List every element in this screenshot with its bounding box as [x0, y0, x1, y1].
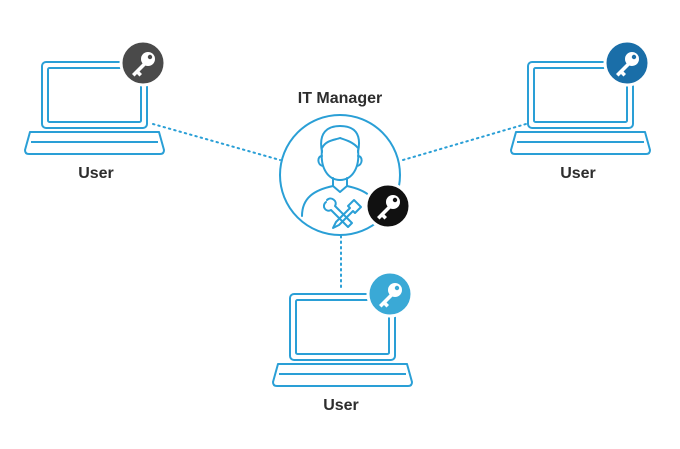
- manager-node: [279, 114, 412, 236]
- connector-user-right: [402, 123, 527, 161]
- key-icon: [364, 182, 412, 230]
- user-label-bottom: User: [323, 397, 359, 414]
- wrench-screwdriver-icon: [322, 197, 362, 229]
- key-icon: [366, 270, 414, 318]
- key-icon: [603, 39, 651, 87]
- connector-user-left: [152, 123, 281, 161]
- key-icon: [119, 39, 167, 87]
- user-label-left: User: [78, 165, 114, 182]
- user-label-right: User: [560, 165, 596, 182]
- manager-title: IT Manager: [298, 90, 382, 107]
